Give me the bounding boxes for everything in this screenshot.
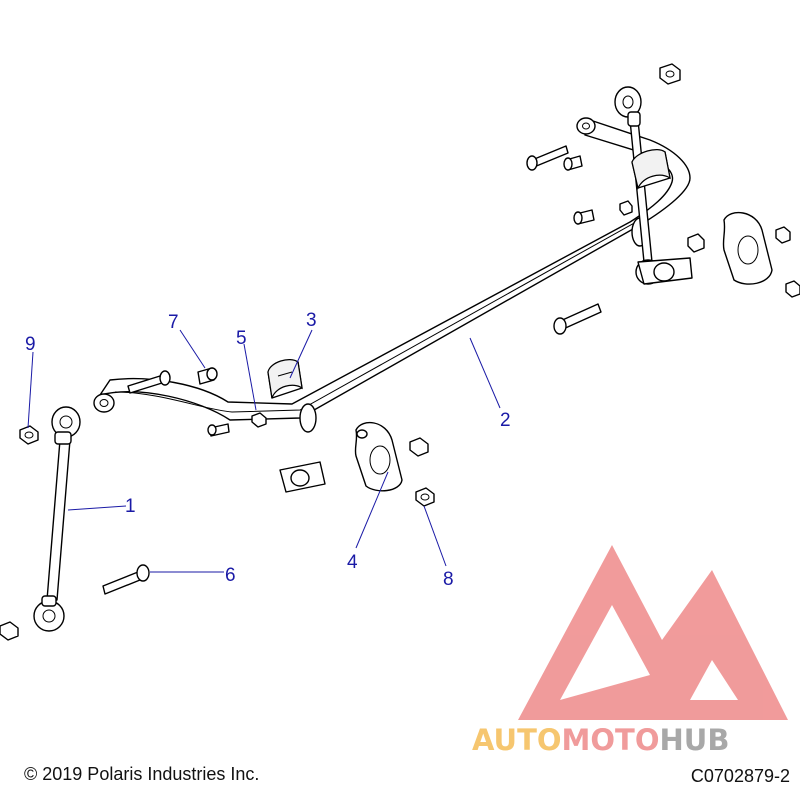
nut-right-3 <box>785 280 800 298</box>
nut-near-clamp <box>409 437 429 457</box>
leader-4 <box>355 471 389 549</box>
drawing-number: C0702879-2 <box>690 766 790 786</box>
nut-9 <box>19 425 39 445</box>
nut-top-right <box>659 63 681 85</box>
leader-3 <box>289 329 313 379</box>
leader-lines <box>27 329 501 573</box>
nut-right-2 <box>775 226 791 244</box>
bolt-upper-right-1 <box>526 145 569 171</box>
callout-labels: 1 2 3 4 5 6 7 8 9 <box>25 310 511 590</box>
bolt-mid-left <box>207 423 230 437</box>
nut-8 <box>415 487 435 507</box>
callout-5: 5 <box>236 328 247 349</box>
callout-3: 3 <box>306 310 317 331</box>
leader-9 <box>27 351 34 429</box>
nut-5 <box>251 412 267 428</box>
bushing-lower-right <box>637 257 693 285</box>
nut-bottom-left <box>0 621 19 641</box>
leader-8 <box>423 505 447 567</box>
bushing-upper-right <box>631 149 671 190</box>
watermark-text-moto: MOTO <box>562 723 660 757</box>
leader-1 <box>67 505 127 511</box>
bolt-upper-right-3 <box>573 209 595 225</box>
copyright-text: © 2019 Polaris Industries Inc. <box>24 764 260 784</box>
callout-8: 8 <box>443 569 454 590</box>
nut-right-small <box>619 200 633 216</box>
svg-text:AUTOMOTOHUB: AUTOMOTOHUB <box>472 723 729 757</box>
callout-6: 6 <box>225 565 236 586</box>
leader-7 <box>179 329 206 369</box>
callout-9: 9 <box>25 334 36 355</box>
bushing-lower-left <box>279 461 326 493</box>
watermark-triangle-mark <box>518 545 788 720</box>
callout-1: 1 <box>125 496 136 517</box>
nut-right-1 <box>687 233 705 253</box>
callout-4: 4 <box>347 552 358 573</box>
bolt-7 <box>197 367 218 385</box>
bolt-6 <box>102 564 150 595</box>
bushing-upper-left <box>267 359 303 399</box>
stabilizer-bar <box>93 117 691 433</box>
stabilizer-link-left <box>33 406 81 632</box>
bolt-upper-right-2 <box>563 155 583 171</box>
bolt-mid-right <box>553 303 602 335</box>
watermark-text-hub: HUB <box>660 723 730 757</box>
leader-2 <box>469 337 501 409</box>
callout-7: 7 <box>168 312 179 333</box>
bushing-clamp-left <box>354 421 403 492</box>
bolt-left-upper <box>127 370 171 394</box>
bushing-clamp-right <box>722 211 773 285</box>
watermark-logo: AUTOMOTOHUB <box>472 545 788 757</box>
leader-5 <box>243 343 257 411</box>
watermark-text-auto: AUTO <box>472 723 562 757</box>
callout-2: 2 <box>500 410 511 431</box>
